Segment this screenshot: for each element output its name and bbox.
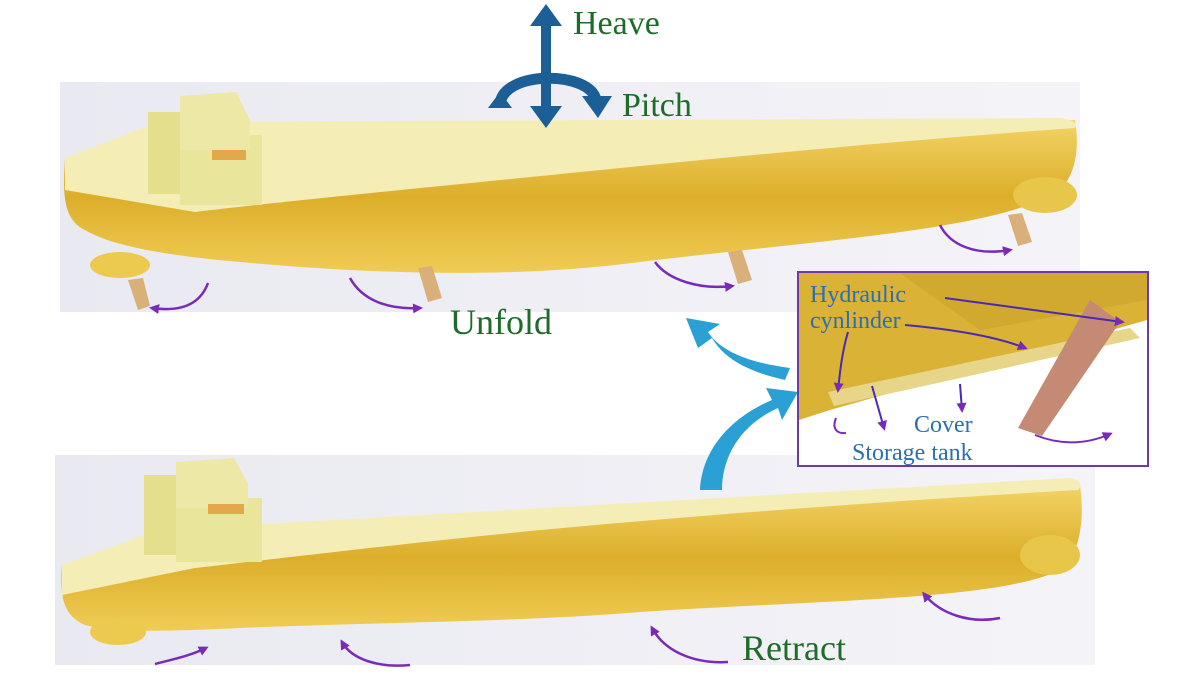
pointer-hydraulic-2 [904, 324, 1028, 351]
fin-stern-top [128, 278, 150, 310]
unfold-transition-arrow [686, 318, 790, 380]
transition-arrows [686, 318, 798, 490]
superstructure-tall [148, 112, 182, 194]
heave-arrow-down [530, 106, 562, 128]
heave-arrow-up [530, 4, 562, 26]
retract-arrow-1 [154, 646, 209, 666]
superstructure-tall-bottom [144, 475, 178, 555]
storage-tank-label: Storage tank [852, 440, 973, 466]
callout-fin [1018, 300, 1120, 436]
fin-mid2-top [728, 250, 752, 284]
unfold-label: Unfold [450, 302, 552, 342]
rotation-arrow-2 [348, 277, 423, 314]
ship-retracted [61, 458, 1082, 645]
heave-pitch-arrows [488, 4, 612, 128]
bow-bulb-bottom [1020, 535, 1080, 575]
hull-bottom [61, 485, 1082, 631]
hydraulic-label-line1: Hydraulic [810, 282, 906, 308]
fin-bow-top [1008, 213, 1032, 246]
callout-storage-tank [828, 328, 1140, 406]
heave-label: Heave [573, 5, 660, 42]
pointer-hydraulic-1 [944, 297, 1125, 327]
pointer-cover [956, 383, 967, 413]
retract-transition-arrow [700, 388, 798, 490]
pitch-arrow-head-right [582, 96, 612, 118]
pointer-storage-tank [871, 385, 887, 431]
pitch-arc [494, 72, 602, 107]
rotation-arrow-3 [653, 261, 735, 292]
retract-arrow-2 [340, 639, 411, 667]
stern-bulb-top [90, 252, 150, 278]
deck-top [65, 118, 1077, 212]
retract-arrow-4 [922, 591, 1001, 621]
pitch-arrow-head-left [488, 92, 512, 108]
hydraulic-label-line2: cynlinder [810, 308, 901, 334]
cover-label: Cover [914, 412, 973, 438]
retract-rotation-arrows [154, 591, 1001, 667]
retract-arrow-3 [650, 625, 729, 664]
superstructure-funnel-bottom [208, 504, 244, 514]
callout-rotation-arrow [1034, 432, 1113, 444]
pointer-hydraulic-3 [833, 331, 849, 393]
bow-bulb-top [1013, 177, 1077, 213]
unfold-rotation-arrows [149, 224, 1013, 314]
superstructure-bridge-bottom [176, 458, 248, 508]
pitch-label: Pitch [622, 87, 692, 124]
fin-mid1-top [418, 266, 442, 302]
ship-unfolded [64, 92, 1077, 310]
superstructure-bridge [180, 92, 250, 150]
retract-label: Retract [742, 628, 846, 668]
callout-small-arrow [833, 417, 847, 435]
stern-bulb-bottom [90, 619, 146, 645]
superstructure-funnel [212, 150, 246, 160]
deck-bottom [62, 478, 1081, 595]
rotation-arrow-4 [938, 224, 1013, 257]
fin-detail-callout: Hydraulic cynlinder Cover Storage tank [797, 271, 1149, 467]
callout-hull-shadow [900, 273, 1147, 330]
rotation-arrow-1 [149, 282, 210, 314]
